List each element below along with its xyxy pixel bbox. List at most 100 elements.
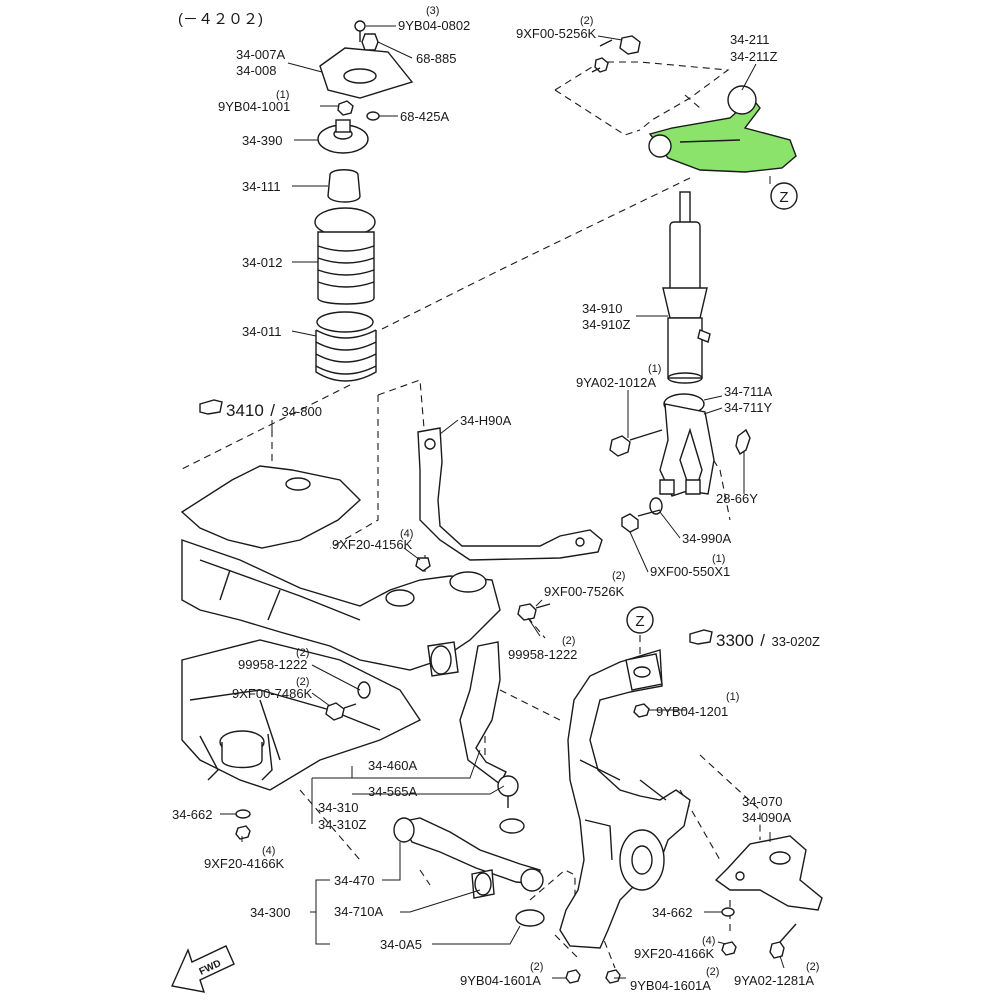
part-code: 34-470: [334, 873, 374, 888]
lower-front-arm: [459, 641, 525, 834]
part-label-68-425A[interactable]: 68-425A: [400, 109, 449, 124]
part-label-34-390[interactable]: 34-390: [242, 133, 282, 148]
part-code: 9YA02-1012A: [576, 375, 656, 390]
part-label-34-012[interactable]: 34-012: [242, 255, 282, 270]
steering-knuckle: [559, 649, 691, 949]
part-label-9XF20-4166K-left[interactable]: (4) 9XF20-4166K: [204, 845, 285, 871]
part-label-34-460A[interactable]: 34-460A: [368, 758, 417, 773]
part-qty: (1): [276, 89, 289, 101]
part-label-9YA02-1012A[interactable]: (1) 9YA02-1012A: [576, 363, 661, 390]
lower-rear-arm: [393, 817, 545, 927]
part-label-34-710A[interactable]: 34-710A: [334, 904, 383, 919]
part-code: 9YB04-0802: [398, 18, 470, 33]
part-label-34-111[interactable]: 34-111: [242, 179, 281, 194]
part-code: 34-H90A: [460, 413, 512, 428]
rear-bracket: [714, 835, 823, 959]
part-code: 9XF00-5256K: [516, 26, 597, 41]
part-labels: (3) 9YB04-0802 34-007A 34-008 68-885 (1)…: [172, 5, 819, 993]
part-label-99958-1222-right[interactable]: (2) 99958-1222: [508, 635, 577, 662]
part-code: 34-990A: [682, 531, 731, 546]
part-label-34-211Z[interactable]: 34-211Z: [730, 49, 778, 64]
part-label-9XF00-550X1[interactable]: (1) 9XF00-550X1: [650, 553, 730, 579]
shock-strut: [662, 191, 711, 384]
part-code: 34-310: [318, 800, 358, 815]
part-label-34-565A[interactable]: 34-565A: [368, 784, 417, 799]
part-label-34-007A[interactable]: 34-007A: [236, 47, 285, 62]
section-ref-3300[interactable]: 3300 / 33-020Z: [689, 629, 820, 650]
part-qty: (2): [806, 961, 819, 973]
part-label-34-0A5[interactable]: 34-0A5: [380, 937, 422, 952]
part-label-34-910Z[interactable]: 34-910Z: [582, 317, 630, 332]
part-label-34-662-right[interactable]: 34-662: [652, 905, 692, 920]
part-label-34-070[interactable]: 34-070: [742, 794, 782, 809]
left-hardware: [235, 809, 621, 984]
part-label-9YB04-1601A-left[interactable]: (2) 9YB04-1601A: [460, 961, 543, 988]
part-code: 34-910Z: [582, 317, 630, 332]
part-qty: (2): [296, 647, 309, 659]
section-code: 33-020Z: [771, 634, 819, 649]
part-qty: (2): [530, 961, 543, 973]
part-label-34-310[interactable]: 34-310: [318, 800, 358, 815]
part-label-34-211[interactable]: 34-211: [730, 32, 770, 47]
part-label-34-711Y[interactable]: 34-711Y: [724, 400, 773, 415]
part-label-34-470[interactable]: 34-470: [334, 873, 374, 888]
part-label-9XF20-4166K-right[interactable]: (4) 9XF20-4166K: [634, 935, 715, 961]
part-label-9YA02-1281A[interactable]: (2) 9YA02-1281A: [734, 961, 819, 988]
section-number: 3410: [226, 401, 264, 420]
part-code: 9YB04-1601A: [460, 973, 541, 988]
part-code: 34-070: [742, 794, 782, 809]
part-label-34-008[interactable]: 34-008: [236, 63, 276, 78]
ref-label-z-top: Z: [779, 189, 788, 206]
part-code: 34-011: [242, 324, 282, 339]
ref-label-z-mid: Z: [635, 613, 644, 630]
part-code: 34-910: [582, 301, 622, 316]
part-code: 9XF20-4166K: [204, 856, 285, 871]
part-code: 9YA02-1281A: [734, 973, 814, 988]
part-qty: (2): [580, 15, 593, 27]
part-code: 34-007A: [236, 47, 285, 62]
part-label-34-H90A[interactable]: 34-H90A: [460, 413, 512, 428]
part-code: 34-711Y: [724, 400, 773, 415]
part-code: 34-211: [730, 32, 770, 47]
part-label-9YB04-1001[interactable]: (1) 9YB04-1001: [218, 89, 290, 114]
part-code: 34-711A: [724, 384, 773, 399]
section-separator: /: [270, 401, 275, 420]
part-label-9XF20-4156K[interactable]: (4) 9XF20-4156K: [332, 528, 413, 552]
part-code: 99958-1222: [238, 657, 307, 672]
part-label-34-910[interactable]: 34-910: [582, 301, 622, 316]
part-label-34-711A[interactable]: 34-711A: [724, 384, 773, 399]
part-code: 9XF00-550X1: [650, 564, 730, 579]
part-code: 34-0A5: [380, 937, 422, 952]
part-code: 34-662: [172, 807, 212, 822]
part-label-28-66Y[interactable]: 28-66Y: [716, 491, 758, 506]
diagram-code: (－４２０２): [178, 11, 263, 28]
part-qty: (1): [648, 363, 661, 375]
leader-lines: [220, 25, 785, 979]
section-ref-3410[interactable]: 3410 / 34-800: [199, 399, 322, 420]
part-code: 9XF00-7526K: [544, 584, 625, 599]
part-label-34-090A[interactable]: 34-090A: [742, 810, 791, 825]
part-label-9YB04-1601A-right[interactable]: (2) 9YB04-1601A: [630, 966, 719, 993]
part-label-68-885[interactable]: 68-885: [416, 51, 456, 66]
part-code: 34-012: [242, 255, 282, 270]
part-label-99958-1222-left[interactable]: (2) 99958-1222: [238, 647, 309, 672]
upper-control-arm: [591, 35, 797, 173]
part-qty: (4): [400, 528, 413, 540]
part-label-34-662-left[interactable]: 34-662: [172, 807, 212, 822]
part-code: 34-310Z: [318, 817, 366, 832]
part-label-9XF00-7526K[interactable]: (2) 9XF00-7526K: [544, 570, 625, 599]
section-number: 3300: [716, 631, 754, 650]
part-qty: (3): [426, 5, 439, 17]
part-label-34-011[interactable]: 34-011: [242, 324, 282, 339]
part-code: 34-211Z: [730, 49, 778, 64]
part-code: 34-390: [242, 133, 282, 148]
part-label-34-310Z[interactable]: 34-310Z: [318, 817, 366, 832]
part-label-34-990A[interactable]: 34-990A: [682, 531, 731, 546]
part-label-34-300[interactable]: 34-300: [250, 905, 290, 920]
part-label-9YB04-0802[interactable]: (3) 9YB04-0802: [398, 5, 470, 33]
part-qty: (1): [726, 691, 739, 703]
part-label-9YB04-1201[interactable]: (1) 9YB04-1201: [656, 691, 739, 719]
part-label-9XF00-7486K[interactable]: (2) 9XF00-7486K: [232, 676, 313, 701]
part-label-9XF00-5256K[interactable]: (2) 9XF00-5256K: [516, 15, 597, 41]
part-qty: (2): [562, 635, 575, 647]
